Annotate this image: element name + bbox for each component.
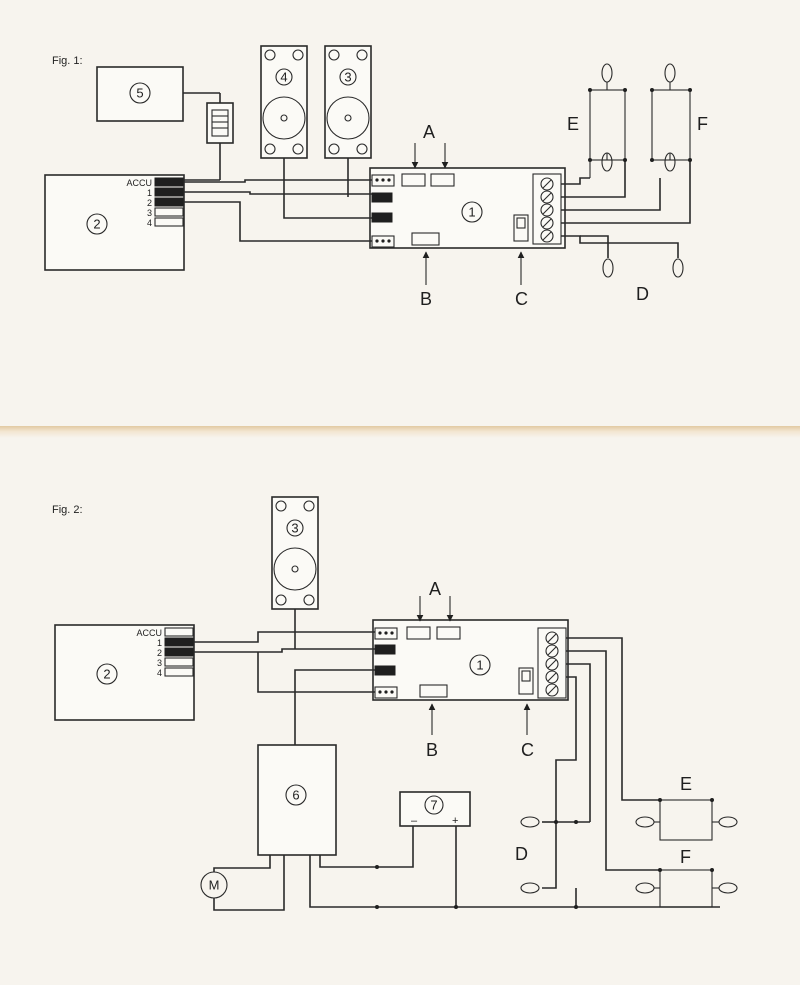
channel-accu-label-2: ACCU (136, 628, 162, 638)
fig2-arrows: A B C (416, 579, 534, 760)
label-c-fig2: C (521, 740, 534, 760)
channel-accu-label: ACCU (126, 178, 152, 188)
label-d: D (636, 284, 649, 304)
figure-1-title: Fig. 1: (52, 55, 83, 67)
fig1-wires (184, 158, 691, 258)
lamp-group-e: E (567, 63, 627, 178)
label-f-fig2: F (680, 847, 691, 867)
channel-3-label-2: 3 (157, 658, 162, 668)
lamp-group-d-fig2: D (515, 816, 540, 894)
channel-2-label: 2 (147, 198, 152, 208)
receiver-number: 2 (93, 217, 100, 232)
receiver-2-number: 2 (103, 667, 110, 682)
channel-4-label-2: 4 (157, 668, 162, 678)
channel-3-label: 3 (147, 208, 152, 218)
servo-4: 4 (260, 45, 308, 159)
battery: 7 – + (399, 791, 471, 827)
lamp-group-f: F (650, 63, 708, 172)
figure-2-title: Fig. 2: (52, 504, 83, 516)
label-a-fig2: A (429, 579, 441, 599)
channel-4-label: 4 (147, 218, 152, 228)
label-a: A (423, 122, 435, 142)
controller-number: 6 (292, 788, 299, 803)
label-e-fig2: E (680, 774, 692, 794)
label-d-fig2: D (515, 844, 528, 864)
light-module-2: 1 (372, 619, 569, 701)
receiver-box: 2 ACCU 1 2 3 4 (44, 174, 185, 271)
module-number: 1 (468, 205, 475, 220)
lamp-group-f-fig2: F (635, 847, 738, 908)
servo-3-fig2: 3 (271, 496, 319, 610)
light-module: 1 (369, 167, 566, 249)
label-b-fig2: B (426, 740, 438, 760)
servo-4-number: 4 (280, 70, 287, 85)
label-c: C (515, 289, 528, 309)
label-f: F (697, 114, 708, 134)
lamp-group-e-fig2: E (635, 774, 738, 841)
transmitter-box: 5 (96, 66, 184, 122)
fig2-wires (194, 609, 720, 911)
figure-2: Fig. 2: 2 ACCU 1 2 3 4 (52, 496, 738, 911)
servo-3-number: 3 (344, 70, 351, 85)
battery-plus: + (452, 815, 458, 827)
figure-1: Fig. 1: 5 (44, 45, 708, 309)
channel-1-label: 1 (147, 188, 152, 198)
channel-1-label-2: 1 (157, 638, 162, 648)
module-2-number: 1 (476, 658, 483, 673)
switch-harness (183, 92, 234, 181)
battery-minus: – (411, 815, 418, 827)
battery-number: 7 (430, 798, 437, 813)
page-fold (0, 426, 800, 438)
fig1-arrows: A B C (411, 122, 528, 309)
motor: M (200, 871, 228, 899)
speed-controller: 6 (257, 744, 337, 856)
motor-label: M (209, 878, 220, 893)
servo-3: 3 (324, 45, 372, 159)
channel-2-label-2: 2 (157, 648, 162, 658)
receiver-box-2: 2 ACCU 1 2 3 4 (54, 624, 195, 721)
label-e: E (567, 114, 579, 134)
transmitter-number: 5 (136, 86, 143, 101)
lamp-group-d: D (602, 258, 684, 304)
label-b: B (420, 289, 432, 309)
servo-fig2-number: 3 (291, 521, 298, 536)
